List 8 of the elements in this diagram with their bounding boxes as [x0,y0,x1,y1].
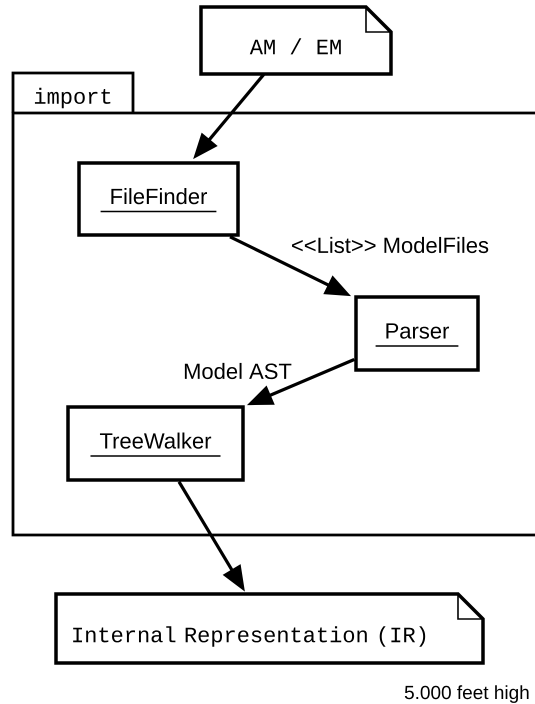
note-box: AM / EM [199,5,393,76]
edge-label: Model AST [182,362,292,380]
class-box: Parser [354,295,480,372]
note-box: Internal Representation (IR) [54,592,485,665]
class-box: FileFinder [77,161,240,237]
note-text: 5.000 feet high [404,685,529,703]
class-box: TreeWalker [66,405,245,482]
edge-label: <<List>> ModelFiles [290,236,490,254]
